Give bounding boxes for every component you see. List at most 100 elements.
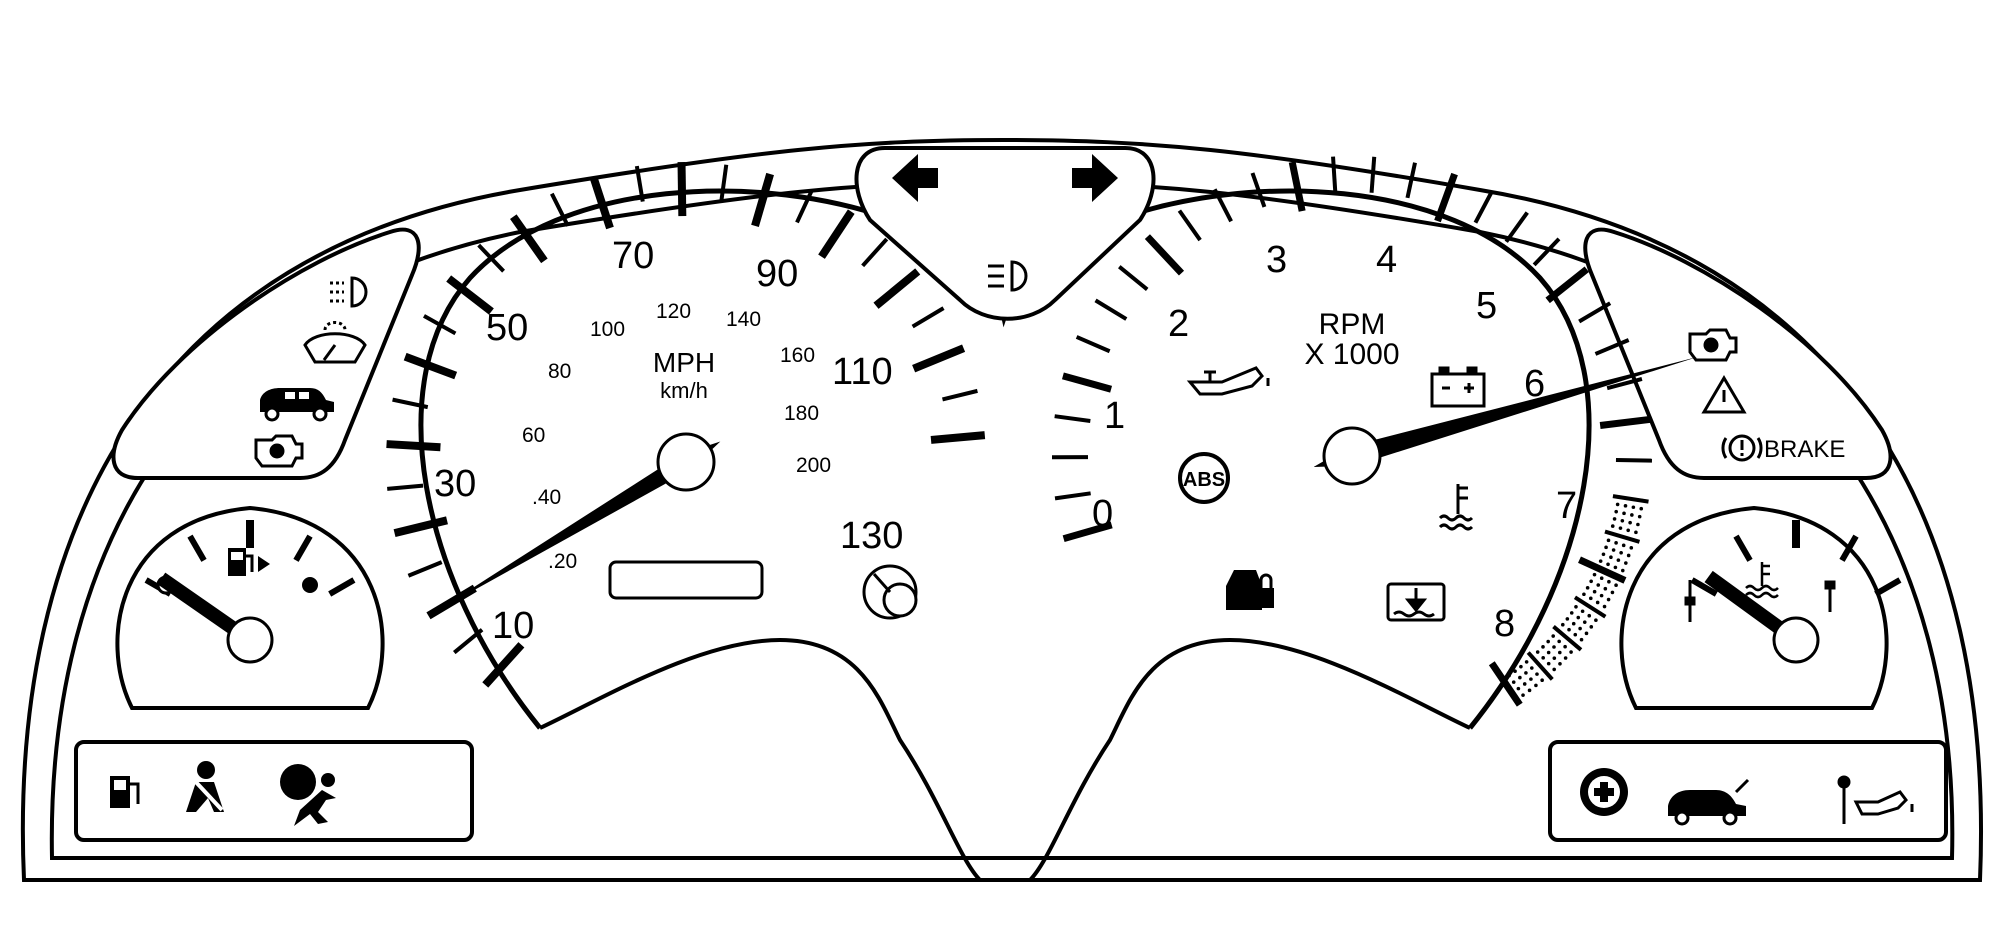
redline-dot (1612, 517, 1617, 521)
tachometer-tick (1488, 661, 1523, 707)
tachometer-unit-multiplier: X 1000 (1304, 338, 1399, 371)
redline-dot (1626, 528, 1630, 533)
speedometer-tick (446, 275, 494, 315)
redline-dot (1614, 541, 1618, 545)
redline-dot (1569, 650, 1573, 654)
redline-dot (1601, 552, 1606, 557)
redline-dot (1579, 637, 1584, 642)
gauge-tick (1690, 577, 1718, 597)
redline-dot (1620, 568, 1625, 573)
redline-dot (1610, 572, 1615, 577)
redline-dot (1599, 576, 1604, 580)
rpm-label-3: 3 (1266, 239, 1287, 281)
redline-dot (1610, 524, 1615, 528)
seatbelt-icon (186, 761, 224, 812)
redline-dot (1514, 697, 1519, 702)
tachometer-tick (1094, 298, 1128, 321)
redline-dot (1546, 673, 1551, 677)
rpm-label-0: 0 (1092, 493, 1113, 535)
redline-dot (1615, 502, 1620, 507)
left-warning-pod (111, 227, 421, 480)
redline-dot (1640, 498, 1645, 503)
rpm-label-8: 8 (1494, 603, 1515, 645)
redline-dot (1599, 593, 1604, 598)
redline-dot (1587, 613, 1592, 618)
right-warning-pod: BRAKE (1583, 227, 1893, 480)
change-oil-icon (1837, 775, 1914, 824)
speedometer-mph-labels: 10 30 50 70 90 110 130 (434, 235, 903, 647)
redline-dot (1613, 565, 1618, 570)
speedometer-tick (477, 243, 506, 273)
center-shroud (539, 637, 1471, 882)
tachometer-tick (1062, 521, 1113, 543)
speedometer-tick (550, 192, 570, 227)
turn-right-arrow-icon (1072, 154, 1118, 202)
mph-label-130: 130 (840, 515, 903, 557)
kmh-label-20: .20 (548, 550, 577, 573)
abs-indicator: ABS (1178, 452, 1230, 504)
redline-dot (1563, 656, 1568, 660)
redline-dot (1552, 645, 1556, 649)
redline-dot (1524, 660, 1529, 664)
speedometer-tick (911, 306, 945, 329)
redline-dot (1631, 538, 1636, 542)
tachometer-redline-zone (1501, 495, 1645, 702)
trip-odometer-reset-icon[interactable] (862, 564, 918, 620)
fuel-pump-icon (228, 548, 270, 576)
redline-dot (1595, 600, 1600, 605)
redline-dot (1576, 615, 1581, 620)
tachometer-needle (1313, 356, 1699, 468)
tachometer-tick (1545, 266, 1589, 304)
rpm-label-7: 7 (1556, 485, 1577, 527)
redline-dot (1524, 671, 1528, 675)
tachometer: 0 1 2 3 4 5 6 7 8 RPM X 1000 (1051, 156, 1699, 707)
low-coolant-icon (1386, 582, 1446, 622)
redline-dot (1578, 626, 1582, 631)
redline-dot (1584, 603, 1589, 607)
kmh-label-100: 100 (590, 318, 625, 341)
turn-signal-pod (854, 146, 1156, 321)
redline-dot (1592, 589, 1597, 594)
redline-dot (1636, 522, 1640, 527)
tachometer-tick (1177, 209, 1202, 242)
redline-dot (1618, 526, 1623, 530)
tachometer-tick (1434, 172, 1458, 223)
redline-dot (1535, 672, 1539, 676)
redline-dot (1621, 543, 1626, 548)
redline-dot (1546, 639, 1550, 644)
redline-dot (1527, 688, 1532, 693)
redline-dot (1622, 511, 1626, 516)
speedometer-tick (393, 516, 448, 538)
hot-marker-icon (1824, 580, 1836, 612)
tachometer-tick (1599, 415, 1651, 430)
redline-dot (1568, 638, 1573, 643)
brake-icon (1721, 434, 1763, 462)
battery-icon (1430, 366, 1486, 408)
redline-dot (1574, 604, 1578, 609)
redline-dot (1614, 583, 1618, 588)
mph-label-30: 30 (434, 463, 476, 505)
kmh-label-140: 140 (726, 308, 761, 331)
redline-dot (1565, 617, 1570, 621)
mph-label-110: 110 (832, 351, 893, 393)
mph-label-10: 10 (492, 605, 534, 647)
redline-dot (1598, 611, 1603, 616)
redline-dot (1530, 655, 1535, 659)
redline-dot (1589, 579, 1593, 584)
redline-dot (1552, 667, 1556, 672)
redline-dot (1632, 497, 1637, 502)
redline-dot (1511, 680, 1516, 684)
kmh-label-80: 80 (548, 360, 571, 383)
redline-dot (1603, 586, 1608, 591)
traction-control-icon (1580, 768, 1628, 816)
speedometer-tick (407, 560, 443, 578)
redline-dot (1501, 678, 1505, 682)
tachometer-tick (1288, 161, 1306, 212)
odometer-display (608, 560, 764, 600)
redline-dot (1611, 548, 1616, 552)
mph-label-90: 90 (756, 253, 798, 295)
kmh-label-120: 120 (656, 300, 691, 323)
redline-dot (1614, 509, 1618, 514)
speedometer-tick (589, 175, 614, 230)
